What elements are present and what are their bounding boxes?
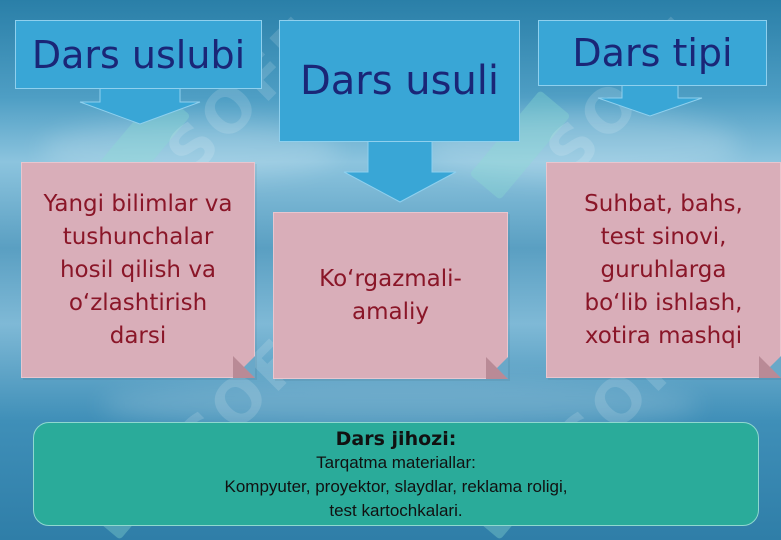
header-title: Dars uslubi xyxy=(31,32,246,77)
note-line: o‘zlashtirish xyxy=(68,289,208,316)
equipment-line: Tarqatma materiallar: xyxy=(316,453,476,472)
down-arrow-right xyxy=(597,84,703,117)
header-title: Dars usuli xyxy=(299,58,500,104)
equipment-line: Kompyuter, proyektor, slaydlar, reklama … xyxy=(224,477,568,496)
header-title: Dars tipi xyxy=(572,31,733,75)
note-line: test sinovi, xyxy=(600,223,727,250)
note-line: darsi xyxy=(109,322,167,349)
note-line: guruhlarga xyxy=(600,256,727,283)
page-curl xyxy=(486,357,508,379)
note-dars-tipi: Suhbat, bahs, test sinovi, guruhlarga bo… xyxy=(546,162,781,378)
down-arrow-left xyxy=(79,86,201,125)
equipment-box: Dars jihozi: Tarqatma materiallar: Kompy… xyxy=(33,422,759,526)
note-line: bo‘lib ishlash, xyxy=(584,289,743,316)
note-line: Ko‘rgazmali- xyxy=(319,265,462,292)
note-line: tushunchalar xyxy=(62,223,214,250)
note-line: Yangi bilimlar va xyxy=(43,190,233,217)
note-line: amaliy xyxy=(352,298,429,325)
note-line: xotira mashqi xyxy=(584,322,743,349)
note-dars-usuli: Ko‘rgazmali- amaliy xyxy=(273,212,508,379)
header-dars-tipi: Dars tipi xyxy=(538,20,767,86)
equipment-line: test kartochkalari. xyxy=(329,501,463,520)
header-dars-usuli: Dars usuli xyxy=(279,20,520,142)
page-curl xyxy=(233,356,255,378)
note-dars-uslubi: Yangi bilimlar va tushunchalar hosil qil… xyxy=(21,162,255,378)
equipment-title: Dars jihozi: xyxy=(335,428,457,450)
note-line: hosil qilish va xyxy=(59,256,217,283)
page-curl xyxy=(759,356,781,378)
down-arrow-center xyxy=(343,138,457,203)
note-line: Suhbat, bahs, xyxy=(584,190,743,217)
header-dars-uslubi: Dars uslubi xyxy=(15,20,262,89)
cloud xyxy=(100,380,700,430)
